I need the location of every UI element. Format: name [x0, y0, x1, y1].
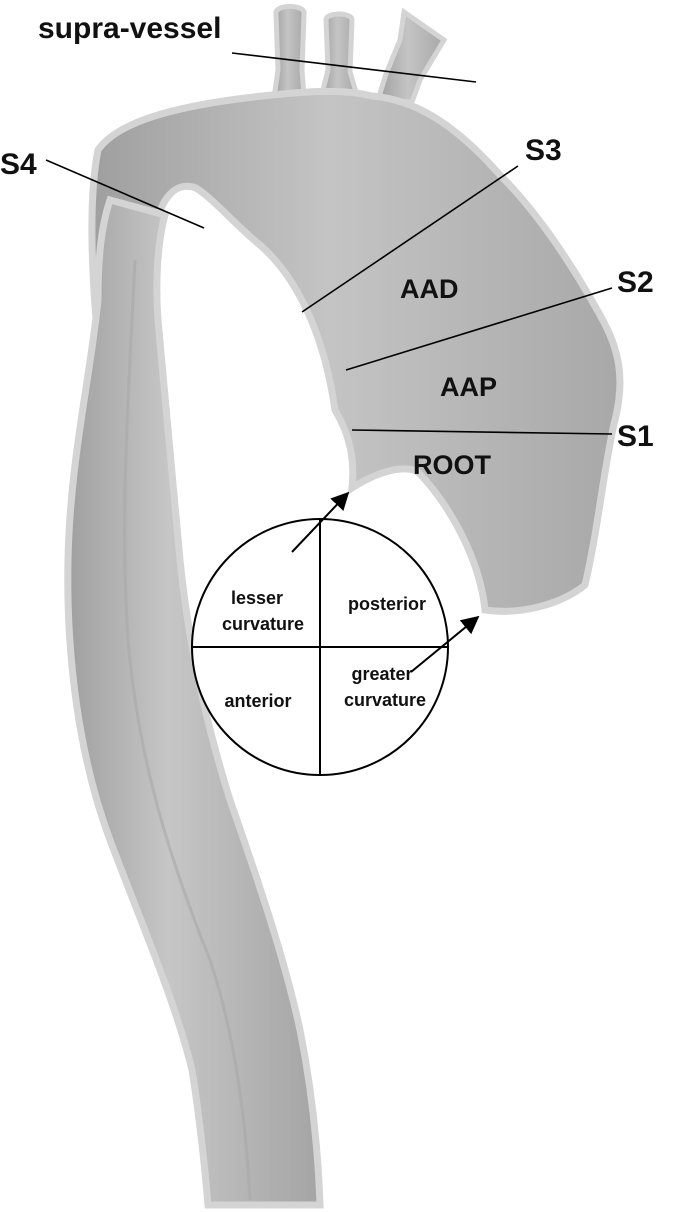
s4-label: S4	[0, 148, 37, 181]
segment-labels: AAD AAP ROOT	[400, 274, 497, 480]
supra-vessel-line	[231, 52, 477, 83]
supra-vessel-label: supra-vessel	[38, 12, 221, 45]
quadrant-lesser-curvature-line2: curvature	[222, 614, 304, 634]
s3-label: S3	[525, 134, 562, 167]
segment-aap-label: AAP	[440, 372, 497, 402]
s3-line	[301, 165, 519, 313]
s4-line	[45, 159, 205, 229]
s1-line	[351, 429, 613, 435]
descending-aorta-shadow	[123, 259, 252, 1201]
arrow-to-greater-curvature	[410, 615, 480, 673]
quadrant-lesser-curvature-line1: lesser	[231, 588, 283, 608]
branch-vessel-left	[271, 4, 307, 101]
aortic-arch	[88, 87, 624, 615]
quadrant-anterior: anterior	[224, 691, 291, 711]
cross-section-circle: lesser curvature posterior anterior grea…	[191, 518, 449, 776]
quadrant-greater-curvature-line2: curvature	[344, 690, 426, 710]
quadrant-greater-curvature-line1: greater	[351, 664, 412, 684]
quadrant-posterior: posterior	[348, 594, 426, 614]
s2-label: S2	[617, 266, 654, 299]
segment-root-label: ROOT	[413, 450, 492, 480]
descending-aorta	[64, 195, 324, 1209]
arrow-to-lesser-curvature	[291, 491, 350, 553]
aorta-model	[64, 4, 624, 1209]
section-labels: supra-vessel S4 S3 S2 S1	[0, 12, 654, 453]
section-lines	[45, 52, 613, 435]
s1-label: S1	[617, 420, 654, 453]
s2-line	[345, 287, 613, 371]
branch-vessel-right	[374, 7, 448, 105]
branch-vessel-middle	[318, 11, 360, 97]
pointer-arrows	[291, 491, 480, 673]
segment-aad-label: AAD	[400, 274, 459, 304]
